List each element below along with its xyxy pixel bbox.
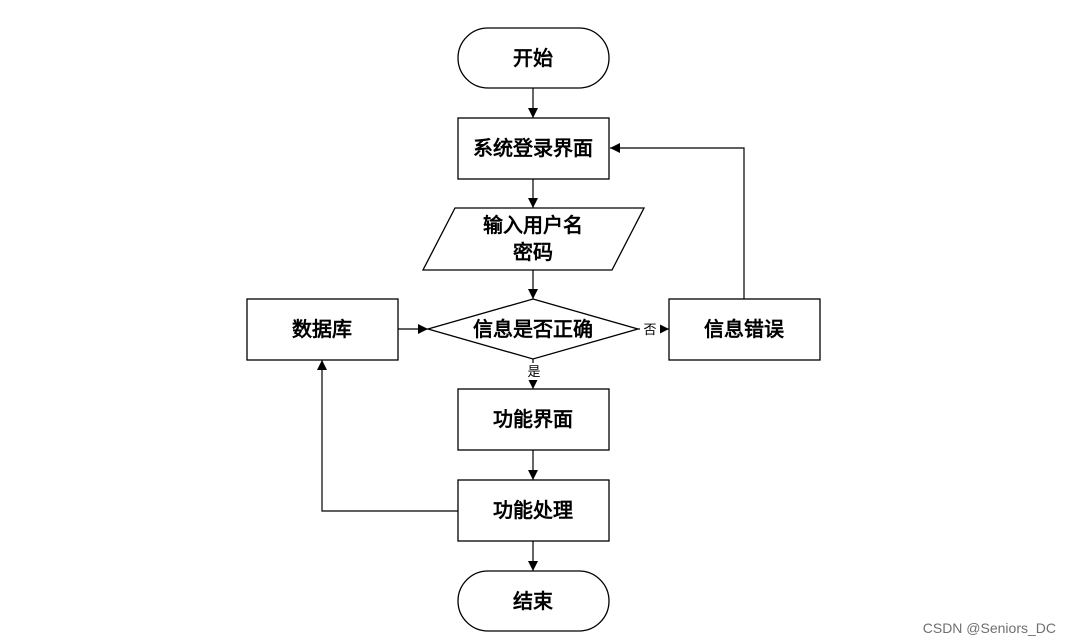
database-label: 数据库 (292, 317, 352, 341)
end-label: 结束 (513, 589, 554, 613)
function-process-box (457, 479, 610, 542)
node-input: 输入用户名 密码 (421, 207, 646, 271)
edge-process-to-database (317, 360, 458, 512)
input-label-line2: 密码 (513, 240, 553, 264)
edge-label-yes: 是 (527, 365, 540, 380)
error-label: 信息错误 (704, 317, 785, 341)
error-box (668, 298, 821, 361)
check-label: 信息是否正确 (473, 317, 593, 341)
node-error: 信息错误 (668, 298, 821, 361)
node-login: 系统登录界面 (457, 117, 610, 180)
input-label-line1: 输入用户名 (483, 213, 583, 237)
edge-error-to-login (610, 143, 745, 299)
node-function-process: 功能处理 (457, 479, 610, 542)
database-box (246, 298, 399, 361)
start-terminal-shape (457, 27, 610, 89)
node-start: 开始 (457, 27, 610, 89)
input-io-shape (421, 207, 646, 271)
login-label: 系统登录界面 (473, 136, 593, 160)
end-terminal-shape (457, 570, 610, 632)
function-process-label: 功能处理 (493, 498, 573, 522)
node-database: 数据库 (246, 298, 399, 361)
function-ui-box (457, 388, 610, 451)
watermark: CSDN @Seniors_DC (922, 620, 1056, 636)
login-process-box (457, 117, 610, 180)
node-end: 结束 (457, 570, 610, 632)
node-function-ui: 功能界面 (457, 388, 610, 451)
node-check: 信息是否正确 (425, 298, 641, 360)
check-decision-diamond (425, 298, 641, 360)
function-ui-label: 功能界面 (493, 407, 573, 431)
start-label: 开始 (513, 46, 553, 70)
edge-label-no: 否 (643, 323, 656, 338)
